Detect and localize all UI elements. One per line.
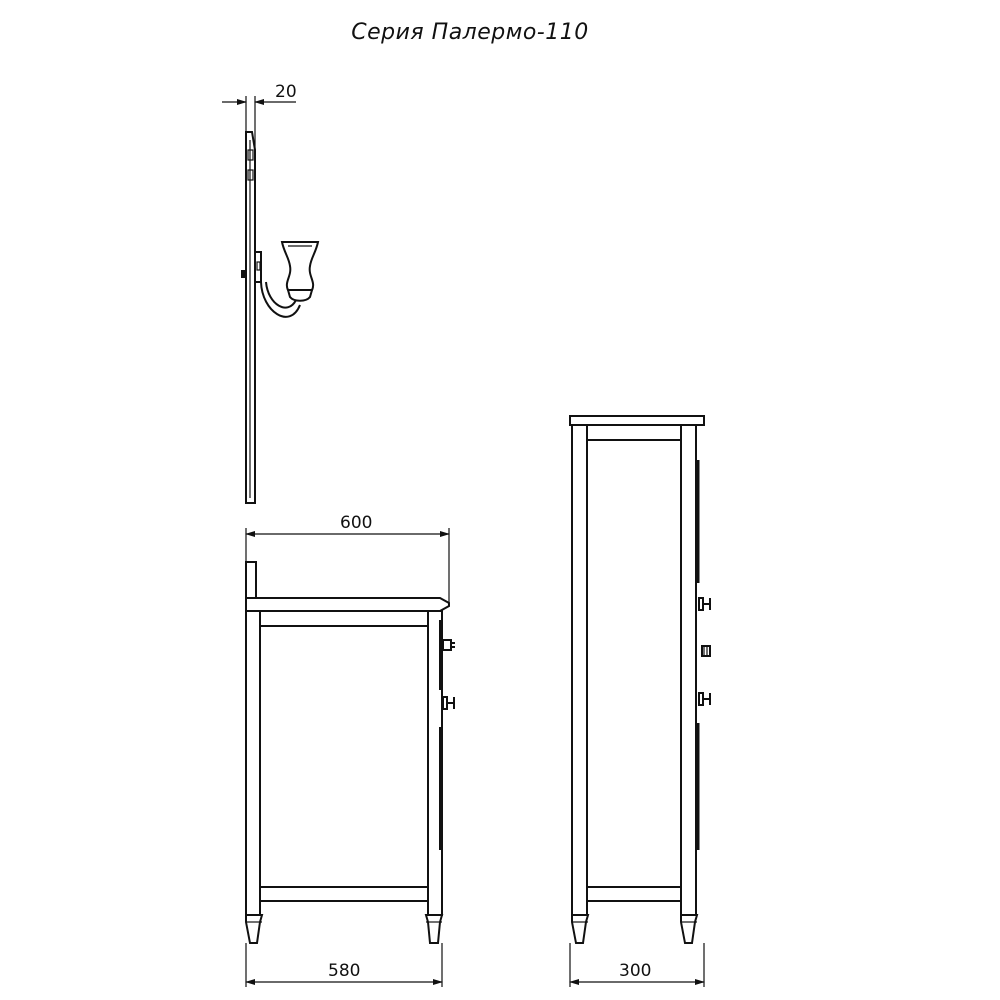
dimension-mirror-depth: 20 — [222, 82, 297, 150]
mirror-side-view — [241, 131, 256, 504]
cabinet-side-view — [245, 561, 455, 944]
dimension-top-width: 600 — [245, 513, 450, 603]
cabinet-end-view — [569, 415, 711, 944]
dimension-base-depth: 580 — [245, 943, 443, 987]
dimension-side-width: 300 — [569, 943, 705, 987]
sconce-lamp — [254, 241, 320, 318]
dimension-label-top-width: 600 — [340, 513, 372, 533]
dimension-label-mirror-depth: 20 — [275, 82, 297, 102]
dimension-label-side-width: 300 — [619, 961, 651, 981]
drawing-title: Серия Палермо-110 — [351, 20, 588, 45]
dimension-label-base-depth: 580 — [328, 961, 360, 981]
